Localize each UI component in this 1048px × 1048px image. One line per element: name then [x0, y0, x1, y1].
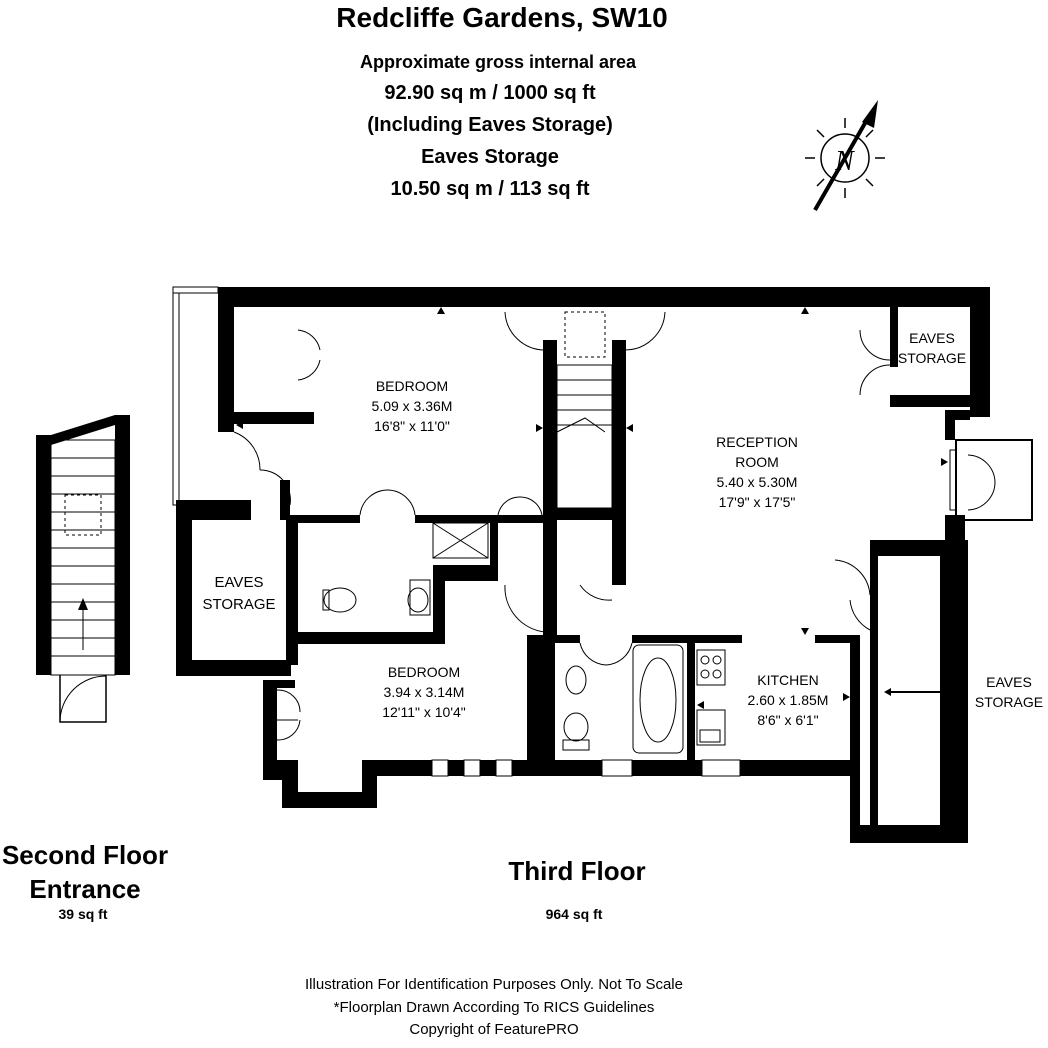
windows — [431, 759, 741, 777]
area-label: Approximate gross internal area — [359, 52, 637, 72]
room-name-2: STORAGE — [202, 596, 276, 613]
room-imperial: 8'6" x 6'1" — [757, 712, 819, 728]
footer-copyright: Copyright of FeaturePRO — [409, 1021, 579, 1038]
second-floor-label: Second Floor — [1, 840, 169, 870]
compass-letter: N — [834, 146, 855, 177]
room-metric: 2.60 x 1.85M — [747, 692, 829, 708]
area-note: (Including Eaves Storage) — [367, 114, 613, 136]
second-floor-label-2: Entrance — [29, 874, 141, 904]
second-floor-area: 39 sq ft — [58, 906, 108, 922]
room-name: EAVES — [214, 574, 264, 591]
room-metric: 5.40 x 5.30M — [716, 474, 798, 490]
eaves-label: Eaves Storage — [421, 146, 559, 168]
room-imperial: 12'11" x 10'4" — [382, 704, 466, 720]
room-eaves-top-right: EAVES STORAGE — [898, 328, 966, 368]
room-imperial: 16'8" x 11'0" — [374, 418, 450, 434]
third-floor-plan — [172, 286, 1033, 843]
room-name-2: STORAGE — [974, 694, 1044, 710]
third-floor-area: 964 sq ft — [545, 906, 603, 922]
fixtures — [233, 311, 996, 754]
room-bedroom-2: BEDROOM 3.94 x 3.14M 12'11" x 10'4" — [382, 662, 466, 722]
room-metric: 5.09 x 3.36M — [371, 398, 453, 414]
room-name: EAVES — [986, 674, 1032, 690]
room-metric: 3.94 x 3.14M — [383, 684, 465, 700]
page-title: Redcliffe Gardens, SW10 — [336, 2, 668, 33]
total-area: 92.90 sq m / 1000 sq ft — [384, 82, 596, 104]
room-name: BEDROOM — [387, 664, 461, 680]
footer-rics: *Floorplan Drawn According To RICS Guide… — [333, 999, 655, 1016]
second-floor-entrance-plan — [36, 415, 130, 723]
room-kitchen: KITCHEN 2.60 x 1.85M 8'6" x 6'1" — [748, 670, 829, 730]
compass-icon: N — [805, 100, 885, 211]
direction-arrows — [236, 307, 948, 709]
footer-disclaimer: Illustration For Identification Purposes… — [305, 976, 683, 993]
room-eaves-left: EAVES STORAGE — [202, 572, 275, 616]
room-bedroom-1: BEDROOM 5.09 x 3.36M 16'8" x 11'0" — [372, 376, 453, 436]
room-name: EAVES — [909, 330, 955, 346]
room-imperial: 17'9" x 17'5" — [718, 494, 796, 510]
room-name: RECEPTION — [716, 434, 798, 450]
room-name: BEDROOM — [375, 378, 449, 394]
room-name-2: ROOM — [735, 454, 779, 470]
room-name: KITCHEN — [757, 672, 819, 688]
eaves-area: 10.50 sq m / 113 sq ft — [390, 178, 590, 200]
room-name-2: STORAGE — [897, 350, 967, 366]
room-reception: RECEPTION ROOM 5.40 x 5.30M 17'9" x 17'5… — [716, 432, 798, 512]
room-eaves-right: EAVES STORAGE — [975, 672, 1043, 712]
third-floor-label: Third Floor — [508, 856, 646, 886]
